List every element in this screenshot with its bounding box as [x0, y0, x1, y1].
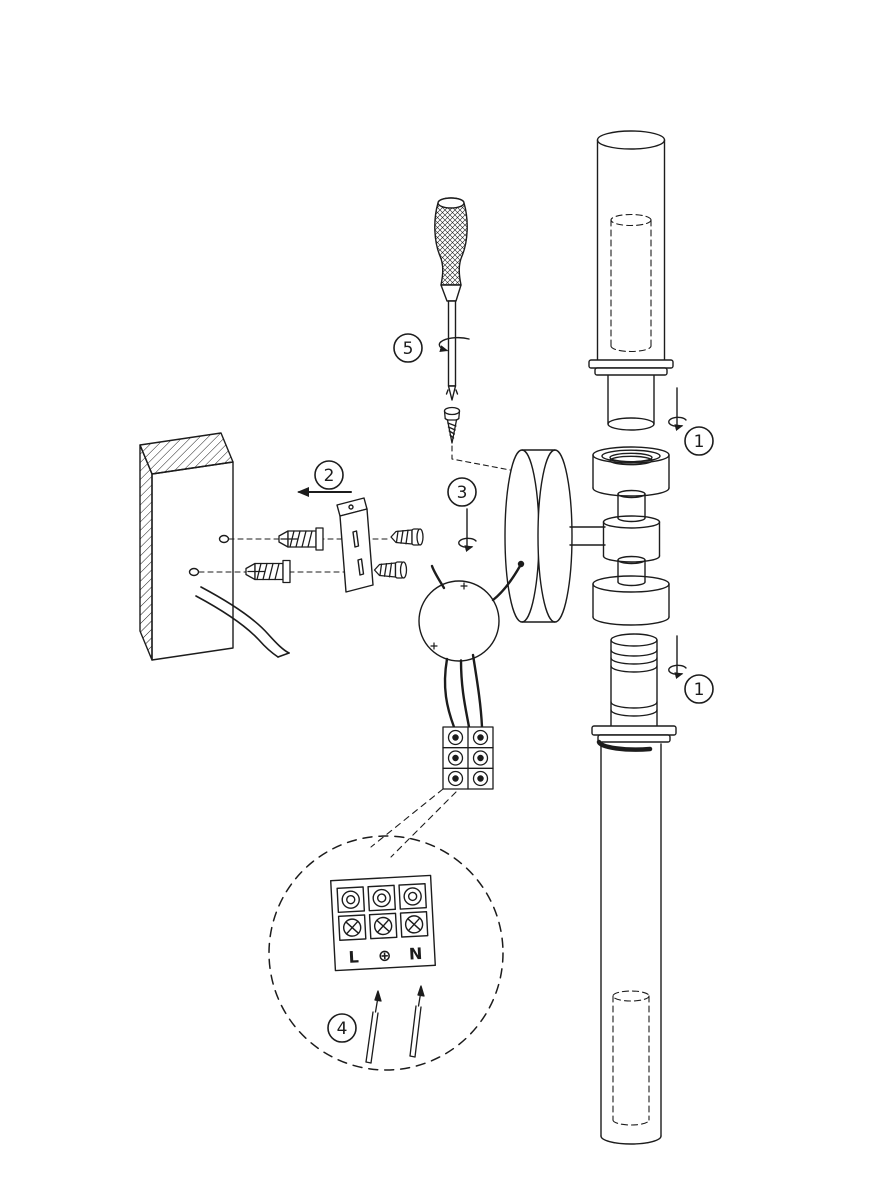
step-label: 2: [324, 466, 335, 486]
step-label: 1: [694, 432, 705, 452]
mounting-screw-lower: [373, 561, 408, 579]
upper-connector: [617, 489, 646, 523]
wire-ends: [365, 985, 425, 1064]
detail-callout: L ⊕ N: [268, 835, 504, 1071]
detail-callout-circle: [268, 835, 504, 1071]
canopy: [504, 449, 573, 623]
inner-tube-hidden-lines-lower: [612, 990, 650, 1126]
step-label: 4: [337, 1019, 348, 1039]
power-cable: [195, 586, 290, 658]
step-badge-5: 5: [393, 333, 423, 363]
terminal-label-earth: ⊕: [378, 946, 392, 966]
upper-glass-tube: [588, 130, 674, 431]
step-label: 1: [694, 680, 705, 700]
terminal-block: [442, 726, 494, 790]
mounting-screw-upper: [390, 528, 424, 546]
lower-connector: [617, 555, 646, 587]
screwdriver-icon: [434, 197, 470, 401]
terminal-label-neutral: N: [408, 944, 422, 964]
wires: [430, 564, 522, 729]
step-badge-4: 4: [327, 1013, 357, 1043]
rotate-arrow-canopy: [459, 509, 476, 549]
step-badge-3: 3: [447, 477, 477, 507]
step-label: 5: [403, 339, 414, 359]
lamp-body: [592, 446, 670, 626]
junction-box-screw-marks: [430, 582, 468, 650]
screw-alignment-dashes: [451, 445, 511, 471]
lower-glass-tube: [591, 633, 677, 1145]
screwdriver-rotate-arrow: [438, 336, 470, 352]
lamp-arm: [569, 526, 606, 546]
rotate-arrow-lower: [669, 636, 686, 676]
junction-box: [418, 580, 500, 662]
rotate-arrow-upper: [669, 388, 686, 428]
step-badge-1-upper: 1: [684, 426, 714, 456]
upper-socket-ring: [592, 446, 670, 497]
lower-drum: [592, 575, 670, 626]
terminal-label-live: L: [348, 947, 359, 967]
step-label: 3: [457, 483, 468, 503]
mounting-bracket: [336, 497, 374, 593]
inner-tube-hidden-lines: [610, 213, 652, 353]
terminal-detail: L ⊕ N: [330, 874, 436, 972]
canopy-screw: [443, 406, 461, 444]
wall-section: [139, 432, 234, 661]
step-badge-2: 2: [314, 460, 344, 490]
gasket-ring: [596, 739, 653, 752]
central-hub: [602, 515, 661, 563]
wall-anchor-lower: [245, 559, 291, 584]
detail-leader-lines: [370, 788, 457, 858]
wall-anchor-upper: [278, 527, 324, 551]
lower-tube-neck: [610, 633, 658, 729]
upper-tube-neck: [607, 371, 655, 431]
step-badge-1-lower: 1: [684, 674, 714, 704]
